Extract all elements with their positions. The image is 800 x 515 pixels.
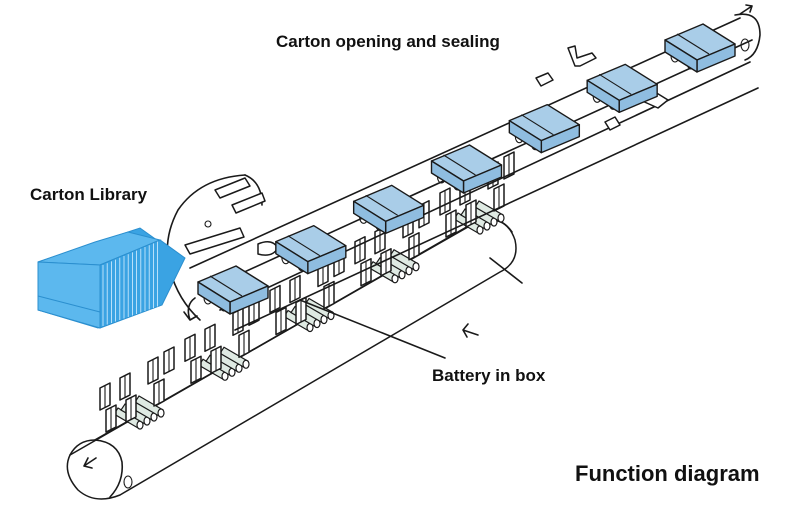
upper-rail-4 [234,87,759,331]
battery-end [412,262,420,272]
carton [275,224,347,275]
library-side [99,239,186,329]
carton-side-face [197,281,231,315]
lower-belt-roller-left [69,439,124,498]
battery-group [269,248,345,336]
battery-end [157,408,165,418]
carton-library-stack [37,227,186,329]
rotary-disc [166,174,246,321]
carton-side-face [275,240,309,275]
battery-end [242,359,250,369]
carton [352,184,425,235]
push-arrow-icon [462,323,479,338]
sealing-tools [535,45,669,131]
tuck-block [535,72,554,87]
carton-flap-line [521,114,554,136]
carton-side-face [508,119,543,154]
battery-group [99,346,175,433]
carton-flap-line [598,73,632,95]
upper-roller-axle [740,38,750,52]
carton-side-face [586,79,620,114]
carton-side-face [664,39,698,73]
carton [197,265,269,315]
diagram-title: Function diagram [575,461,760,486]
carton-flap-line [676,33,710,55]
library-band [37,295,101,313]
battery-end [497,213,505,223]
label-battery-in-box: Battery in box [432,366,546,385]
label-carton-opening-sealing: Carton opening and sealing [276,32,500,51]
upper-rail-1 [189,17,741,269]
library-front [37,261,101,329]
carton [664,23,736,73]
pusher-rod [299,257,523,359]
rotary-arrow-icon [183,297,198,321]
carton-flap-line [443,154,476,176]
carton-flap-line [209,275,243,297]
rotary-feeder [166,174,279,321]
carton-flap-line [287,235,321,257]
folder-arm-1 [567,45,597,67]
upper-exit-arrow-icon [739,4,753,15]
upper-roller-end [734,13,761,61]
carton [508,103,581,154]
carton-side-face [430,160,465,194]
label-carton-library: Carton Library [30,185,148,204]
tuck-block-2 [604,116,621,131]
cartons [197,23,736,315]
lower-roller-axle [123,475,133,489]
battery-group [184,297,260,384]
carton-flap-line [365,194,398,216]
lower-entry-arrow-icon [83,457,97,469]
carton [586,63,658,114]
carton-side-face [352,200,387,235]
carton [430,144,503,194]
